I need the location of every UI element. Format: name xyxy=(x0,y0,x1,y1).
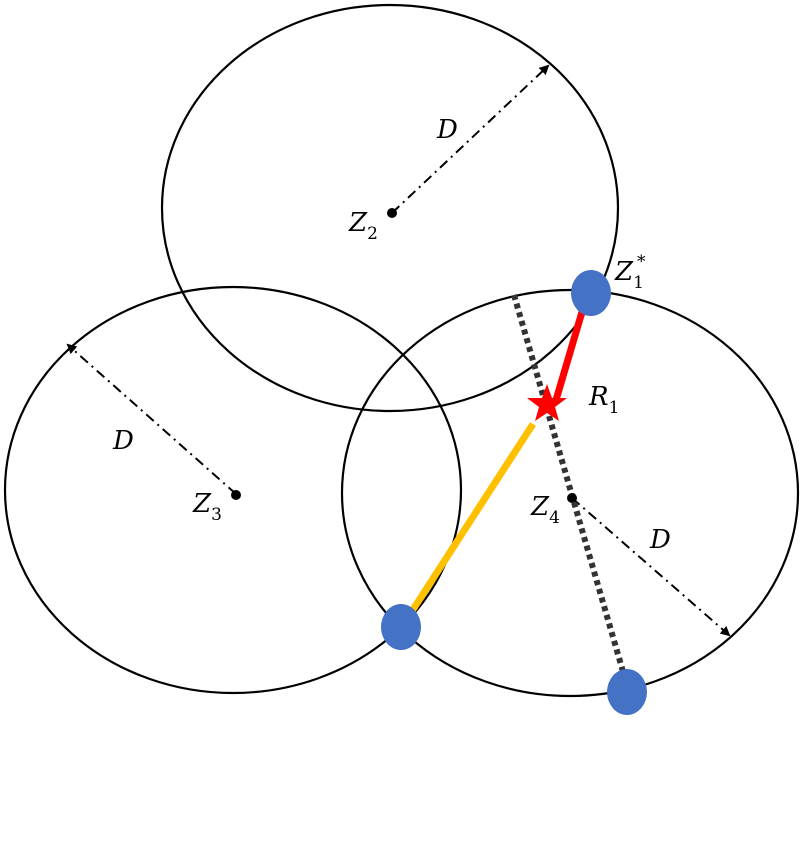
node-z1-star xyxy=(571,270,611,316)
node-bottom-left xyxy=(381,604,421,650)
red-segment xyxy=(552,311,586,401)
circle-z4 xyxy=(340,288,800,698)
radius-arrow-z4 xyxy=(571,497,731,637)
radius-arrow-z2 xyxy=(391,64,550,214)
label-z4: Z4 xyxy=(530,492,560,528)
label-d-right: D xyxy=(649,525,671,555)
label-z1-star: Z1 xyxy=(614,257,644,293)
star-r1 xyxy=(527,384,567,421)
center-point-z3 xyxy=(231,490,241,500)
label-d-top: D xyxy=(436,115,458,145)
circle-z3 xyxy=(3,285,463,695)
label-d-left: D xyxy=(112,426,134,456)
label-z1-star-sup: * xyxy=(637,252,646,272)
yellow-segment xyxy=(400,422,536,627)
dotted-line xyxy=(511,294,629,683)
label-r1: R1 xyxy=(588,382,619,418)
label-z3: Z3 xyxy=(192,489,222,525)
center-point-z4 xyxy=(567,493,577,503)
radius-arrow-z3 xyxy=(66,343,237,495)
center-point-z2 xyxy=(387,208,397,218)
circle-z2 xyxy=(160,3,620,413)
node-bottom-right xyxy=(607,669,647,715)
label-z2: Z2 xyxy=(348,208,378,244)
